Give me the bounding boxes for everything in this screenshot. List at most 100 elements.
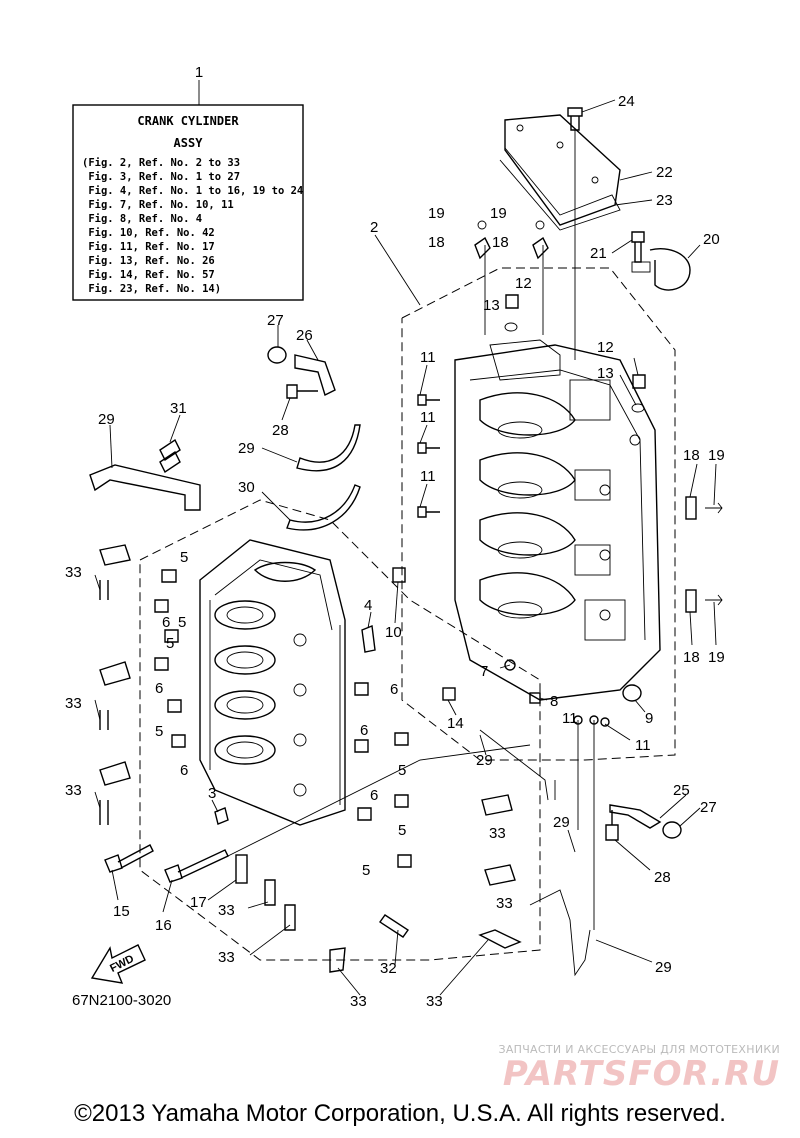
ref-label-28b: 28 [654, 869, 671, 886]
ref-label-30: 30 [238, 479, 255, 496]
assy-line-4: Fig. 7, Ref. No. 10, 11 [82, 199, 234, 211]
dashed-assembly-outlines [139, 267, 676, 961]
ref-label-33i: 33 [426, 993, 443, 1010]
ref-label-19a: 19 [428, 205, 445, 222]
ref-label-5b: 5 [178, 614, 186, 631]
ref-label-33d: 33 [489, 825, 506, 842]
ref-label-33c: 33 [65, 782, 82, 799]
ref-label-22: 22 [656, 164, 673, 181]
assy-line-1: (Fig. 2, Ref. No. 2 to 33 [82, 157, 240, 169]
ref-label-18a: 18 [428, 234, 445, 251]
ref-label-33f: 33 [218, 902, 235, 919]
assy-box-frame [72, 104, 304, 301]
ref-label-9: 9 [645, 710, 653, 727]
ref-label-33e: 33 [496, 895, 513, 912]
ref-label-27b: 27 [700, 799, 717, 816]
ref-label-15: 15 [113, 903, 130, 920]
ref-label-29a: 29 [98, 411, 115, 428]
assy-info-box: 1 CRANK CYLINDER ASSY (Fig. 2, Ref. No. … [72, 64, 304, 301]
ref-label-2: 2 [370, 219, 378, 236]
ref-label-29c: 29 [476, 752, 493, 769]
assy-line-6: Fig. 10, Ref. No. 42 [82, 227, 215, 239]
fwd-arrow-icon [90, 944, 146, 984]
ref-label-11c: 11 [420, 468, 436, 485]
crankcase-body [454, 339, 661, 701]
leader-lines [94, 99, 717, 996]
ref-label-7: 7 [480, 663, 488, 680]
crankcase-outline [401, 267, 676, 761]
ref-label-29b: 29 [238, 440, 255, 457]
small-parts [89, 220, 723, 977]
ref-label-33g: 33 [218, 949, 235, 966]
ref-label-4: 4 [364, 597, 372, 614]
ref-label-13b: 13 [597, 365, 614, 382]
watermark-tagline: ЗАПЧАСТИ И АКСЕССУАРЫ ДЛЯ МОТОТЕХНИКИ [498, 1043, 780, 1056]
assy-line-8: Fig. 13, Ref. No. 26 [82, 255, 215, 267]
ref-label-33b: 33 [65, 695, 82, 712]
ref-label-21: 21 [590, 245, 607, 262]
ref-label-17: 17 [190, 894, 207, 911]
ref-label-20: 20 [703, 231, 720, 248]
watermark-logo: PARTSFOR.RU [502, 1054, 780, 1094]
assy-line-3: Fig. 4, Ref. No. 1 to 16, 19 to 24 [82, 185, 303, 197]
ref-label-11d: 11 [562, 710, 578, 727]
ref-label-29e: 29 [655, 959, 672, 976]
ref-labels: 2 24 22 23 19 19 18 18 20 21 12 13 12 13… [65, 93, 725, 1010]
ref-label-1: 1 [195, 64, 203, 81]
ref-label-5f: 5 [398, 822, 406, 839]
ref-label-11a: 11 [420, 349, 436, 366]
ref-label-5a: 5 [180, 549, 188, 566]
assy-line-5: Fig. 8, Ref. No. 4 [82, 213, 202, 225]
ref-label-5c: 5 [166, 635, 174, 652]
ref-label-5d: 5 [155, 723, 163, 740]
ref-label-33a: 33 [65, 564, 82, 581]
ref-label-19c: 19 [708, 447, 725, 464]
cylinder-outline [139, 499, 541, 961]
ref-label-5g: 5 [362, 862, 370, 879]
ref-label-6f: 6 [370, 787, 378, 804]
ref-label-32: 32 [380, 960, 397, 977]
ref-label-33h: 33 [350, 993, 367, 1010]
ref-label-6c: 6 [180, 762, 188, 779]
ref-label-12b: 12 [597, 339, 614, 356]
ref-label-3: 3 [208, 785, 216, 802]
copyright-footer: ©2013 Yamaha Motor Corporation, U.S.A. A… [74, 1100, 726, 1127]
ref-label-8: 8 [550, 693, 558, 710]
ref-label-11b: 11 [420, 409, 436, 426]
assy-line-9: Fig. 14, Ref. No. 57 [82, 269, 215, 281]
ref-label-28a: 28 [272, 422, 289, 439]
ref-label-6e: 6 [360, 722, 368, 739]
ref-label-13a: 13 [483, 297, 500, 314]
cylinder-block [199, 539, 346, 826]
ref-label-26: 26 [296, 327, 313, 344]
ref-label-25: 25 [673, 782, 690, 799]
ref-label-18b: 18 [492, 234, 509, 251]
ref-label-6b: 6 [155, 680, 163, 697]
ref-label-18d: 18 [683, 649, 700, 666]
diagram-code: 67N2100-3020 [72, 992, 171, 1009]
assy-line-2: Fig. 3, Ref. No. 1 to 27 [82, 171, 240, 183]
ref-label-23: 23 [656, 192, 673, 209]
bracket-20 [649, 248, 691, 291]
assy-title-line1: CRANK CYLINDER [137, 114, 239, 128]
ref-label-31: 31 [170, 400, 187, 417]
assy-line-10: Fig. 23, Ref. No. 14) [82, 283, 221, 295]
assy-title-line2: ASSY [174, 136, 204, 150]
ref-label-18c: 18 [683, 447, 700, 464]
ref-label-19b: 19 [490, 205, 507, 222]
ref-label-10: 10 [385, 624, 402, 641]
ref-label-16: 16 [155, 917, 172, 934]
top-cover [499, 107, 621, 360]
ref-label-6a: 6 [162, 614, 170, 631]
ref-label-14: 14 [447, 715, 464, 732]
ref-label-11e: 11 [635, 737, 651, 754]
ref-label-5e: 5 [398, 762, 406, 779]
ref-label-27a: 27 [267, 312, 284, 329]
ref-label-19d: 19 [708, 649, 725, 666]
ref-label-24: 24 [618, 93, 635, 110]
ref-label-29d: 29 [553, 814, 570, 831]
fwd-arrow: FWD [90, 944, 146, 984]
assy-line-7: Fig. 11, Ref. No. 17 [82, 241, 215, 253]
ref-label-6d: 6 [390, 681, 398, 698]
